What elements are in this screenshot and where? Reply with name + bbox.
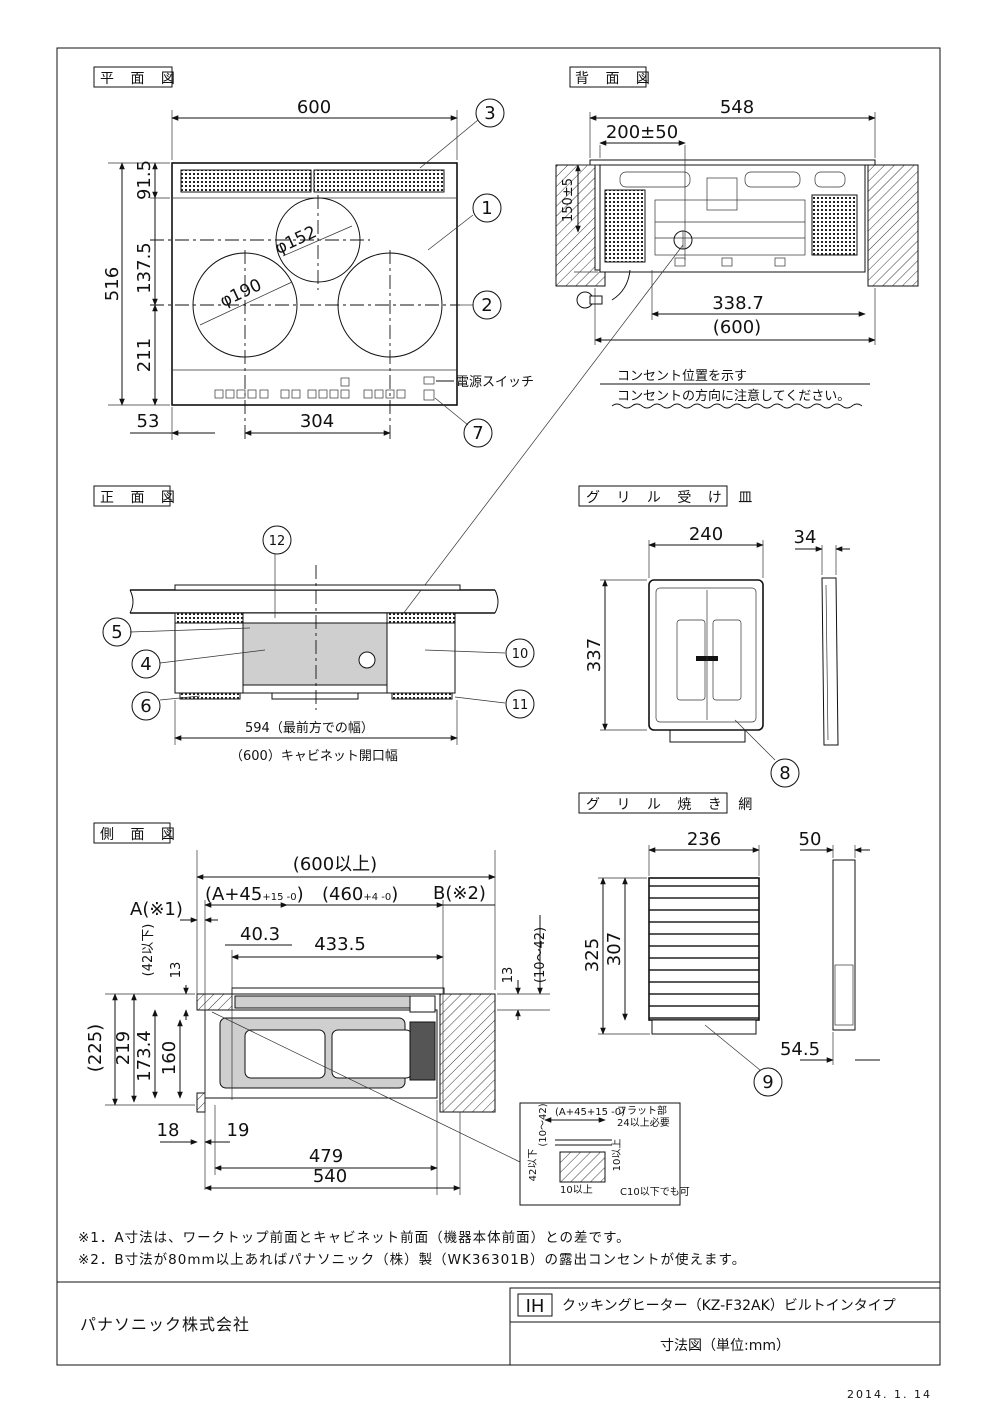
side-view: 側 面 図 (600以上) (A+45+15 -0) (460+4 -0) B(… xyxy=(85,822,550,1195)
back-view: 背 面 図 548 200±50 xyxy=(555,66,919,409)
callout-6: 6 xyxy=(131,691,161,721)
svg-text:11: 11 xyxy=(512,698,529,713)
svg-text:540: 540 xyxy=(313,1166,347,1187)
svg-text:(42以下): (42以下) xyxy=(141,924,156,977)
svg-text:(460+4 -0): (460+4 -0) xyxy=(322,884,398,905)
grill-net-view: グ リ ル 焼 き 網 236 325 307 50 54.5 xyxy=(578,792,880,1071)
front-view-label: 正 面 図 xyxy=(100,490,181,506)
svg-text:B(※2): B(※2) xyxy=(433,883,486,904)
front-width: 594（最前方での幅） xyxy=(245,720,374,736)
small-burner-dim: φ152 xyxy=(272,222,320,259)
svg-text:548: 548 xyxy=(720,97,754,118)
svg-text:433.5: 433.5 xyxy=(314,934,366,955)
plan-view: 平 面 図 φ152 φ190 電源スイッチ xyxy=(93,66,534,440)
svg-text:34: 34 xyxy=(794,527,817,548)
svg-text:304: 304 xyxy=(300,411,334,432)
svg-text:3: 3 xyxy=(484,103,495,124)
svg-text:10以上: 10以上 xyxy=(560,1184,593,1196)
svg-text:A(※1): A(※1) xyxy=(130,899,183,920)
svg-text:50: 50 xyxy=(799,829,822,850)
svg-text:219: 219 xyxy=(113,1031,134,1065)
svg-text:(600以上): (600以上) xyxy=(293,854,377,875)
svg-text:1: 1 xyxy=(481,198,492,219)
svg-text:19: 19 xyxy=(227,1120,250,1141)
svg-text:160: 160 xyxy=(159,1041,180,1075)
front-view: 正 面 図 594（最前方での幅） （600）キャビネット開口幅 xyxy=(93,485,506,764)
callout-1: 1 xyxy=(472,193,502,223)
side-view-label: 側 面 図 xyxy=(100,827,181,843)
grill-tray-label: グ リ ル 受 け 皿 xyxy=(586,490,758,506)
svg-text:フラット部: フラット部 xyxy=(617,1104,667,1117)
svg-text:479: 479 xyxy=(309,1146,343,1167)
svg-text:53: 53 xyxy=(137,411,160,432)
callout-8: 8 xyxy=(770,758,800,788)
grill-tray-view: グ リ ル 受 け 皿 240 337 34 xyxy=(578,485,850,761)
outlet-note: コンセント位置を示す xyxy=(617,369,747,384)
title-block: IH クッキングヒーター（KZ-F32AK）ビルトインタイプ 寸法図（単位:mm… xyxy=(509,1287,941,1366)
callout-3: 3 xyxy=(475,98,505,128)
svg-text:91.5: 91.5 xyxy=(134,160,155,200)
ih-badge: IH xyxy=(526,1296,545,1317)
svg-text:137.5: 137.5 xyxy=(134,242,155,294)
svg-text:236: 236 xyxy=(687,829,721,850)
cabinet-opening: （600）キャビネット開口幅 xyxy=(230,749,398,764)
callout-12: 12 xyxy=(262,525,292,555)
power-switch-label: 電源スイッチ xyxy=(456,375,534,390)
svg-text:5: 5 xyxy=(111,622,122,643)
svg-text:200±50: 200±50 xyxy=(606,122,678,143)
svg-text:54.5: 54.5 xyxy=(780,1039,820,1060)
svg-text:338.7: 338.7 xyxy=(712,293,764,314)
back-view-label: 背 面 図 xyxy=(575,71,656,87)
sheet-border xyxy=(56,47,941,1366)
callout-5: 5 xyxy=(102,617,132,647)
plan-view-label: 平 面 図 xyxy=(100,71,181,87)
svg-text:(600): (600) xyxy=(713,317,761,338)
svg-text:6: 6 xyxy=(140,696,151,717)
svg-text:(A+45+15 -0): (A+45+15 -0) xyxy=(555,1107,625,1118)
drawing-date: 2014. 1. 14 xyxy=(847,1388,932,1401)
svg-text:(A+45+15 -0): (A+45+15 -0) xyxy=(205,884,304,905)
drawing-subtitle: 寸法図（単位:mm） xyxy=(660,1338,790,1354)
detail-view: (A+45+15 -0) フラット部 24以上必要 (10～42) 10以上 4… xyxy=(519,1102,690,1206)
svg-text:18: 18 xyxy=(157,1120,180,1141)
callout-4: 4 xyxy=(131,649,161,679)
svg-text:12: 12 xyxy=(269,534,286,549)
svg-text:10以上: 10以上 xyxy=(611,1139,623,1172)
plan-width: 600 xyxy=(297,97,331,118)
callout-2: 2 xyxy=(472,290,502,320)
plan-height: 516 xyxy=(102,267,123,301)
svg-text:10: 10 xyxy=(512,647,529,662)
callout-7: 7 xyxy=(463,418,493,448)
svg-text:24以上必要: 24以上必要 xyxy=(617,1116,670,1129)
company-name: パナソニック株式会社 xyxy=(80,1315,250,1334)
svg-text:211: 211 xyxy=(134,338,155,372)
svg-text:(225): (225) xyxy=(85,1024,106,1072)
svg-text:42以下: 42以下 xyxy=(528,1149,539,1182)
svg-text:C10以下でも可: C10以下でも可 xyxy=(620,1186,690,1198)
svg-text:337: 337 xyxy=(584,638,605,672)
svg-text:8: 8 xyxy=(779,763,790,784)
svg-text:240: 240 xyxy=(689,524,723,545)
product-title: クッキングヒーター（KZ-F32AK）ビルトインタイプ xyxy=(562,1298,896,1314)
svg-text:7: 7 xyxy=(472,423,483,444)
footnote-1: ※1．A寸法は、ワークトップ前面とキャビネット前面（機器本体前面）との差です。 xyxy=(78,1229,631,1246)
svg-text:307: 307 xyxy=(604,932,625,966)
svg-text:173.4: 173.4 xyxy=(134,1030,155,1082)
svg-text:325: 325 xyxy=(582,938,603,972)
callout-11: 11 xyxy=(505,689,535,719)
outlet-direction-note: コンセントの方向に注意してください。 xyxy=(617,388,850,404)
svg-text:40.3: 40.3 xyxy=(240,924,280,945)
footnote-2: ※2．B寸法が80mm以上あればパナソニック（株）製（WK36301B）の露出コ… xyxy=(78,1251,746,1268)
svg-text:2: 2 xyxy=(481,295,492,316)
svg-text:(10～42): (10～42) xyxy=(538,1103,549,1146)
callout-9: 9 xyxy=(753,1067,783,1097)
grill-net-label: グ リ ル 焼 き 網 xyxy=(586,797,758,813)
callout-10: 10 xyxy=(505,638,535,668)
svg-text:9: 9 xyxy=(762,1072,773,1093)
svg-text:150±5: 150±5 xyxy=(561,178,576,222)
svg-text:13: 13 xyxy=(169,962,184,979)
svg-text:13: 13 xyxy=(501,967,516,984)
svg-text:4: 4 xyxy=(140,654,151,675)
